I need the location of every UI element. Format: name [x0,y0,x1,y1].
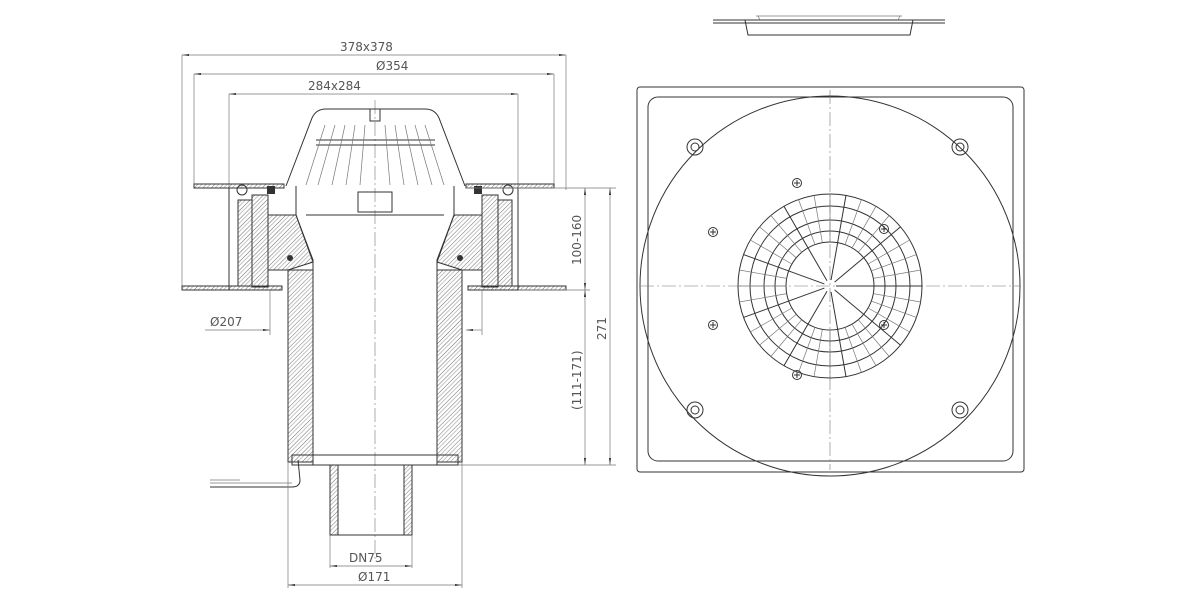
screw-icon [879,224,889,234]
screw-icon [708,320,718,330]
dim-flange-square: 378x378 [340,40,393,54]
grate-rib [739,293,787,303]
grate-rib [858,319,890,357]
grate-rib [867,239,910,265]
section-view: 378x378 Ø354 284x284 [181,40,616,588]
grate-rib [743,254,825,285]
grate-rib [871,254,917,272]
grate-rib [813,329,823,377]
corner-bolt [951,401,969,419]
grate-rib [813,195,823,243]
dim-total-height: 271 [595,317,609,340]
corner-bolt [951,138,969,156]
plan-view [636,86,1025,477]
screw-icon [708,227,718,237]
grate-rib [851,206,877,249]
grate-rib [858,215,890,253]
grate-rib [759,314,797,346]
grate-rib [871,300,917,318]
grate-rib [830,291,847,377]
grate-rib [851,323,877,366]
screw-icon [792,178,802,188]
dim-grate-square: 284x284 [308,79,361,93]
corner-bolt [686,138,704,156]
grate-rib [798,199,816,245]
screw-icon [792,370,802,380]
grate-rib [834,226,901,283]
grate-rib [739,269,787,279]
grate-rib [750,239,793,265]
dim-adjust-height: 100-160 [570,215,584,265]
grate-rib [783,206,828,282]
grate-rib [834,289,901,346]
grate-rib [844,327,862,373]
grate-rib [830,195,847,281]
dim-lower-height: (111-171) [570,350,584,410]
grate-rib [750,307,793,333]
grate-rib [798,327,816,373]
grate-rib [743,287,825,318]
grate-rib [770,215,802,253]
corner-bolt [686,401,704,419]
grate-rib [770,319,802,357]
grate-rib [867,307,910,333]
grate-rib [759,226,797,258]
grate-rib [844,199,862,245]
dim-flange-diameter: Ø354 [376,59,408,73]
grate [737,193,923,379]
side-view [713,15,945,36]
grate-rib [873,293,921,303]
dim-body-diameter: Ø171 [358,570,390,584]
dim-outlet: DN75 [349,551,383,565]
dim-collar-diameter: Ø207 [210,315,242,329]
grate-rib [873,269,921,279]
screw-icon [879,320,889,330]
grate-rib [783,290,828,366]
